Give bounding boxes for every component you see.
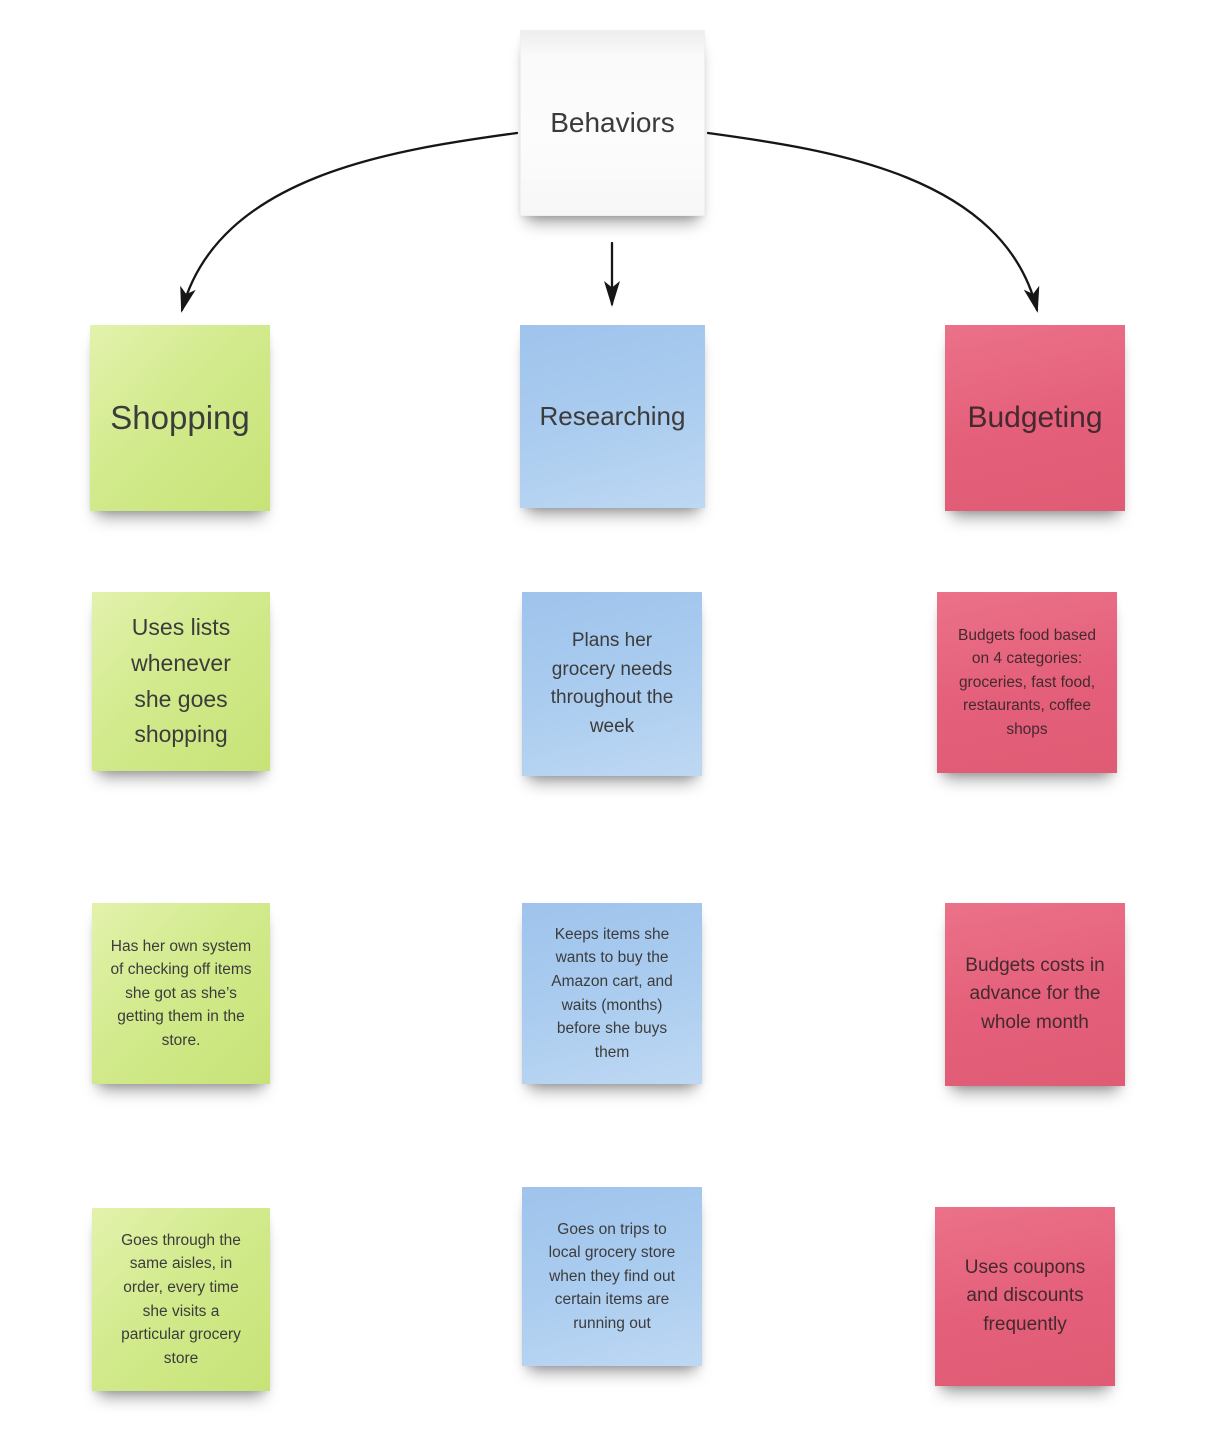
researching-note-2-text: Keeps items she wants to buy the Amazon … (551, 925, 673, 1061)
shopping-header-label: Shopping (110, 399, 250, 436)
sticky-note-budgeting-header[interactable]: Budgeting (945, 325, 1125, 511)
sticky-note-budgeting-3[interactable]: Uses coupons and discounts frequently (935, 1207, 1115, 1386)
sticky-note-researching-1[interactable]: Plans her grocery needs throughout the w… (522, 592, 702, 776)
connector-behaviors-to-shopping[interactable] (180, 131, 519, 313)
budgeting-note-2-text: Budgets costs in advance for the whole m… (965, 954, 1105, 1033)
researching-note-1-text: Plans her grocery needs throughout the w… (550, 630, 674, 737)
sticky-note-researching-header[interactable]: Researching (520, 325, 705, 508)
sticky-note-shopping-1[interactable]: Uses lists whenever she goes shopping (92, 592, 270, 771)
shopping-note-3-text: Goes through the same aisles, in order, … (121, 1231, 241, 1367)
sticky-note-researching-3[interactable]: Goes on trips to local grocery store whe… (522, 1187, 702, 1366)
sticky-note-budgeting-1[interactable]: Budgets food based on 4 categories: groc… (937, 592, 1117, 773)
budgeting-header-label: Budgeting (967, 401, 1103, 434)
connector-behaviors-to-budgeting[interactable] (706, 131, 1040, 313)
behaviors-label: Behaviors (550, 107, 675, 138)
researching-header-label: Researching (539, 401, 686, 431)
shopping-note-2-text: Has her own system of checking off items… (110, 937, 252, 1049)
budgeting-note-1-text: Budgets food based on 4 categories: groc… (958, 626, 1096, 738)
sticky-note-shopping-2[interactable]: Has her own system of checking off items… (92, 903, 270, 1084)
budgeting-note-3-text: Uses coupons and discounts frequently (964, 1256, 1086, 1335)
shopping-note-1-text: Uses lists whenever she goes shopping (131, 614, 231, 748)
sticky-note-budgeting-2[interactable]: Budgets costs in advance for the whole m… (945, 903, 1125, 1086)
researching-note-3-text: Goes on trips to local grocery store whe… (548, 1220, 676, 1332)
sticky-note-researching-2[interactable]: Keeps items she wants to buy the Amazon … (522, 903, 702, 1084)
sticky-note-shopping-header[interactable]: Shopping (90, 325, 270, 511)
sticky-note-behaviors-root[interactable]: Behaviors (520, 30, 705, 216)
sticky-note-shopping-3[interactable]: Goes through the same aisles, in order, … (92, 1208, 270, 1391)
